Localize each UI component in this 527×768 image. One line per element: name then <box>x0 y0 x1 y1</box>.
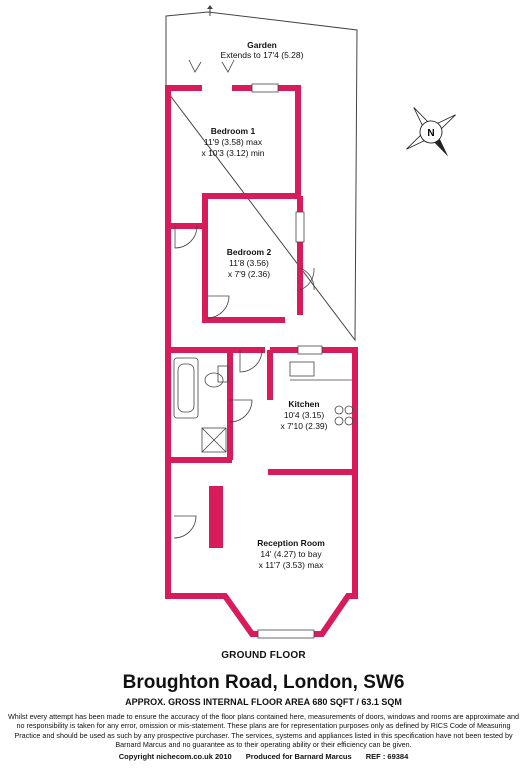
chimney-breast <box>209 486 223 548</box>
bathtub <box>173 357 199 419</box>
bedroom1-dimension-2: x 10'3 (3.12) min <box>201 148 264 158</box>
garden-boundary <box>165 11 358 342</box>
hob-ring <box>334 405 344 415</box>
bedroom2-dimension-2: x 7'9 (2.36) <box>228 269 270 279</box>
bedroom1-dimension-1: 11'9 (3.58) max <box>204 137 263 147</box>
hob-ring <box>334 416 344 426</box>
reception-dimension-2: x 11'7 (3.53) max <box>259 560 325 570</box>
toilet <box>217 365 229 383</box>
bedroom2-dimension-1: 11'8 (3.56) <box>229 258 269 268</box>
room-labels: Garden Extends to 17'4 (5.28) Bedroom 1 … <box>201 40 327 570</box>
garden-name: Garden <box>247 40 277 50</box>
kitchen-sink <box>289 361 315 377</box>
door-swings <box>173 225 315 539</box>
hob-ring <box>344 405 354 415</box>
garden-dimension: Extends to 17'4 (5.28) <box>221 50 304 60</box>
kitchen-dimension-2: x 7'10 (2.39) <box>281 421 328 431</box>
footer-produced: Produced for Barnard Marcus <box>245 752 352 761</box>
floor-area: APPROX. GROSS INTERNAL FLOOR AREA 680 SQ… <box>125 697 402 707</box>
bathroom-fixtures <box>173 357 229 453</box>
bedroom2-name: Bedroom 2 <box>227 247 272 257</box>
address-title: Broughton Road, London, SW6 <box>122 672 405 693</box>
reception-dimension-1: 14' (4.27) to bay <box>260 549 322 559</box>
bedroom1-name: Bedroom 1 <box>211 126 256 136</box>
footer-ref: REF : 69384 <box>365 752 409 761</box>
hob-ring <box>344 416 354 426</box>
compass: N <box>406 107 456 157</box>
reception-name: Reception Room <box>257 538 325 548</box>
disclaimer-text: Whilst every attempt has been made to en… <box>8 712 519 750</box>
compass-letter: N <box>427 128 434 139</box>
floor-label: GROUND FLOOR <box>221 650 306 661</box>
footer-copyright: Copyright nichecom.co.uk 2010 <box>118 752 232 761</box>
footer: Copyright nichecom.co.uk 2010 Produced f… <box>0 752 527 761</box>
kitchen-name: Kitchen <box>288 399 319 409</box>
windows <box>251 83 323 639</box>
kitchen-dimension-1: 10'4 (3.15) <box>284 410 325 420</box>
garden-gate-arrow-icon <box>207 5 213 9</box>
shower-tray <box>201 427 227 453</box>
washbasin <box>204 372 224 388</box>
kitchen-fixtures <box>289 361 354 426</box>
floor-plan: N Garden Extends to 17'4 (5.28) Bedroom … <box>165 5 456 639</box>
